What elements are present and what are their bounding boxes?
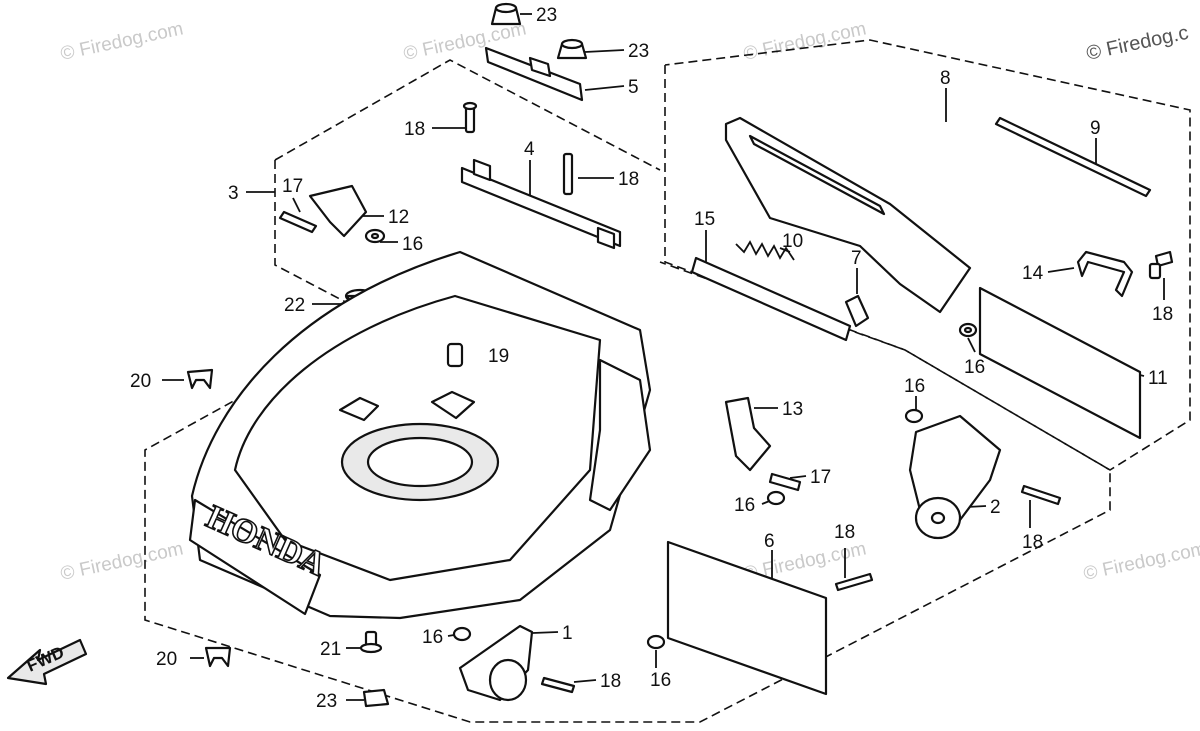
part-4-hinge-bar: [460, 158, 622, 250]
callout-labels: 23 23 5 8 9 18 4 18 3 17 12 16 15 10 7 1…: [130, 5, 1173, 712]
callout-23: 23: [628, 41, 649, 62]
callout-18: 18: [1152, 304, 1173, 325]
part-19-grease-fitting: [446, 342, 464, 368]
part-18-bolt-d: [1020, 484, 1062, 506]
part-18-bolt-e: [834, 572, 874, 592]
callout-16: 16: [422, 627, 443, 648]
part-15-hinge-strip: [690, 256, 852, 342]
part-16-washer-c: [958, 322, 978, 338]
callout-18: 18: [600, 671, 621, 692]
forward-direction-arrow: FWD: [6, 638, 88, 686]
callout-5: 5: [628, 77, 639, 98]
part-12-hinge-bracket: [308, 184, 368, 238]
part-2-height-adjuster: [908, 414, 1002, 540]
callout-13: 13: [782, 399, 803, 420]
part-16-washer-e: [452, 626, 472, 642]
part-18-pin-b: [562, 152, 574, 196]
part-16-washer-d: [766, 490, 786, 506]
callout-9: 9: [1090, 118, 1101, 139]
callout-20: 20: [156, 649, 177, 670]
callout-12: 12: [388, 207, 409, 228]
part-17-pin-b: [768, 472, 802, 492]
part-18-pin: [462, 101, 478, 134]
part-16-washer-b: [904, 408, 924, 424]
callout-14: 14: [1022, 263, 1044, 284]
part-7-clip: [844, 294, 870, 328]
callout-23: 23: [536, 5, 557, 26]
part-8-rear-guard: [724, 116, 972, 314]
part-11-flap: [978, 286, 1142, 440]
callout-10: 10: [782, 231, 803, 252]
callout-1: 1: [562, 623, 573, 644]
callout-23: 23: [316, 691, 337, 712]
part-9-rod: [994, 116, 1152, 198]
part-21-bolt: [359, 630, 383, 654]
callout-21: 21: [320, 639, 341, 660]
part-10-spring: [735, 240, 795, 261]
callout-18: 18: [618, 169, 639, 190]
watermark: © Firedog.com: [742, 18, 869, 65]
watermark-main: © Firedog.c: [1084, 22, 1190, 65]
callout-18: 18: [404, 119, 425, 140]
callout-15: 15: [694, 209, 715, 230]
part-20-clip-a: [186, 368, 214, 390]
part-1-height-adjuster: [458, 624, 534, 702]
part-18-bolt-f: [540, 676, 576, 694]
callout-2: 2: [990, 497, 1001, 518]
callout-22: 22: [284, 295, 305, 316]
callout-17: 17: [282, 176, 303, 197]
callout-19: 19: [488, 346, 509, 367]
part-23-top-nut: [490, 2, 522, 26]
callout-11: 11: [1148, 368, 1168, 389]
callout-16: 16: [402, 234, 423, 255]
watermark: © Firedog.com: [59, 18, 186, 65]
callout-16: 16: [734, 495, 755, 516]
callout-3: 3: [228, 183, 239, 204]
callout-17: 17: [810, 467, 831, 488]
watermark: © Firedog.com: [1082, 538, 1200, 585]
part-23-bottom-nut: [362, 688, 390, 708]
callout-18: 18: [834, 522, 855, 543]
callout-16: 16: [904, 376, 925, 397]
part-16-washer-a: [364, 228, 386, 244]
callout-16: 16: [650, 670, 671, 691]
callout-4: 4: [524, 139, 535, 160]
part-17-pin-a: [278, 210, 318, 234]
callout-7: 7: [851, 248, 862, 269]
part-20-clip-b: [204, 646, 232, 668]
callout-6: 6: [764, 531, 775, 552]
part-16-washer-f: [646, 634, 666, 650]
callout-16: 16: [964, 357, 985, 378]
part-13-lever-bracket: [724, 396, 772, 472]
part-14-handle: [1076, 250, 1134, 298]
part-mower-deck: HONDA: [188, 250, 652, 620]
callout-18: 18: [1022, 532, 1043, 553]
frame-top-bracket: [274, 59, 661, 171]
watermark: © Firedog.com: [59, 538, 186, 585]
callout-20: 20: [130, 371, 151, 392]
callout-8: 8: [940, 68, 951, 89]
part-6-panel: [666, 540, 828, 696]
part-5-bracket: [484, 46, 584, 102]
part-23-second-nut: [556, 38, 588, 60]
part-18-bolt-c: [1148, 250, 1174, 280]
